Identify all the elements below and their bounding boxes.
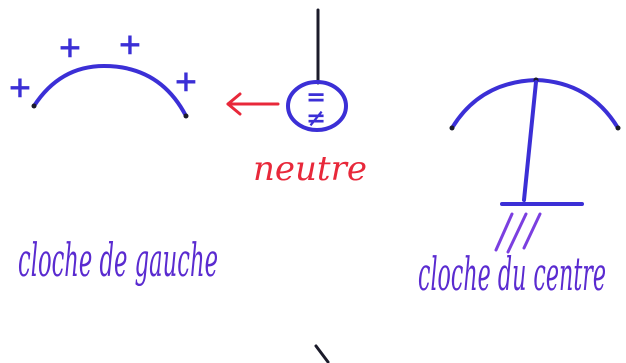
partial-stroke bbox=[314, 344, 330, 363]
ground-hatch-icon bbox=[494, 212, 542, 254]
left-bell-endpoint bbox=[31, 103, 37, 109]
left-bell: + + + + bbox=[7, 27, 199, 119]
left-arrow-icon bbox=[226, 92, 280, 116]
plus-charge: + bbox=[117, 27, 142, 62]
left-bell-caption: cloche de gauche bbox=[18, 233, 218, 287]
neutral-ball-assembly: = ≠ neutre bbox=[226, 8, 367, 189]
neutral-ball bbox=[286, 80, 348, 132]
center-bell-endpoint bbox=[449, 125, 455, 131]
neutre-label: neutre bbox=[253, 149, 367, 189]
ground-wire bbox=[522, 80, 538, 202]
plus-charge: + bbox=[7, 70, 32, 105]
left-bell-arc bbox=[32, 64, 188, 118]
center-bell bbox=[449, 77, 621, 254]
center-bell-caption: cloche du centre bbox=[418, 247, 606, 301]
ball-charge-top: = bbox=[306, 82, 326, 111]
ball-charge-bottom: ≠ bbox=[306, 103, 326, 132]
center-bell-endpoint bbox=[615, 125, 621, 131]
left-bell-endpoint bbox=[183, 113, 189, 119]
plus-charge: + bbox=[173, 64, 198, 99]
plus-charge: + bbox=[57, 30, 82, 65]
